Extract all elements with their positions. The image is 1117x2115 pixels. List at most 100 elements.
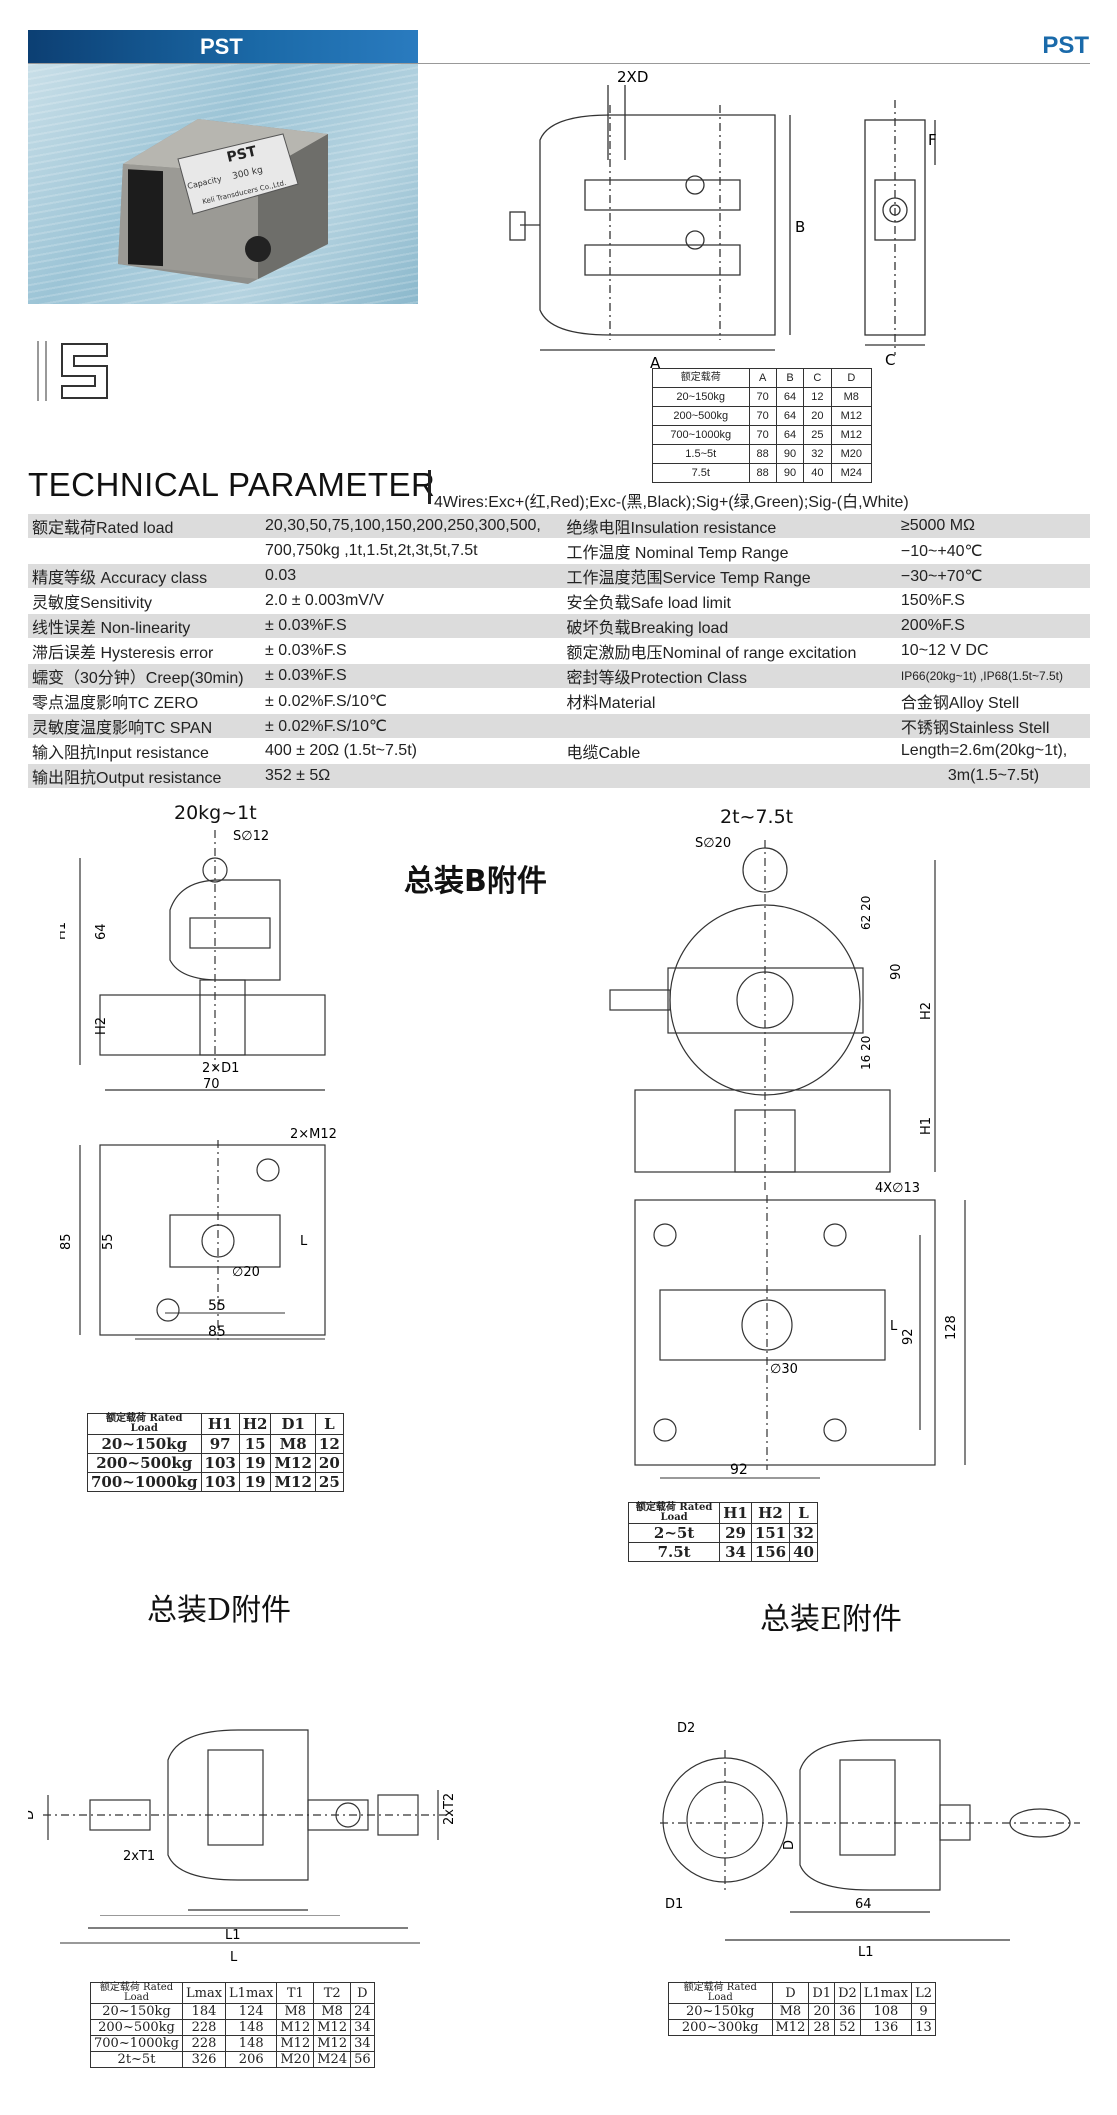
table-cell: 103 xyxy=(200,1472,240,1492)
tech-cell: 额定载荷Rated load xyxy=(28,514,262,539)
tech-cell: 密封等级Protection Class xyxy=(562,663,897,689)
table-header-cell: D2 xyxy=(834,1982,861,2004)
tech-cell: 输入阻抗Input resistance xyxy=(28,738,262,764)
tech-cell: 150%F.S xyxy=(896,588,1090,614)
assembly-d-title: 总装D附件 xyxy=(147,1593,292,1628)
svg-text:2xT1: 2xT1 xyxy=(123,1849,155,1864)
table-header-cell: T2 xyxy=(313,1982,352,2004)
table-cell: 228 xyxy=(181,2019,227,2036)
table-cell: 12 xyxy=(803,387,832,407)
table-cell: 90 xyxy=(775,463,805,483)
svg-text:55: 55 xyxy=(208,1298,226,1314)
table-header-cell: L1max xyxy=(859,1982,913,2004)
photo-model-text: PST xyxy=(225,143,258,165)
svg-text:H2: H2 xyxy=(919,1002,934,1020)
tech-cell: ± 0.02%F.S/10℃ xyxy=(261,688,563,714)
tech-cell: 精度等级 Accuracy class xyxy=(28,563,262,589)
s-shape-icon xyxy=(37,341,108,401)
table-cell: M20 xyxy=(830,444,873,464)
assembly-d-dims: 64 L1 L xyxy=(60,1915,420,1965)
tech-cell xyxy=(562,713,897,739)
tech-cell: 材料Material xyxy=(562,688,897,714)
svg-text:L1: L1 xyxy=(225,1928,241,1943)
tech-cell: 绝缘电阻Insulation resistance xyxy=(562,514,897,539)
tech-cell: 20,30,50,75,100,150,200,250,300,500, xyxy=(261,514,563,539)
tech-cell: ≥5000 MΩ xyxy=(896,514,1090,539)
tech-cell: 3m(1.5~7.5t) xyxy=(896,763,1090,789)
assembly-b-right-label: 2t~7.5t xyxy=(720,806,794,828)
table-header-cell: L2 xyxy=(911,1982,936,2004)
header-rule xyxy=(28,63,1090,64)
tech-cell: 合金钢Alloy Stell xyxy=(896,688,1090,714)
tech-cell: 0.03 xyxy=(261,563,563,589)
tech-cell xyxy=(28,538,262,564)
assembly-b-left-bottom-dims: 55 85 xyxy=(135,1298,325,1340)
svg-text:62 20: 62 20 xyxy=(859,896,873,930)
table-cell: 40 xyxy=(803,463,832,483)
table-cell: 20 xyxy=(314,1453,344,1473)
table-cell: 64 xyxy=(775,406,805,426)
table-header-cell: 额定载荷 Rated Load xyxy=(90,1982,183,2004)
table-cell: 148 xyxy=(225,2019,278,2036)
table-cell: M12 xyxy=(830,425,873,445)
table-cell: 56 xyxy=(350,2051,375,2068)
table-cell: 200~500kg xyxy=(87,1453,202,1473)
table-cell: 700~1000kg xyxy=(652,425,750,445)
header-bar xyxy=(28,30,418,64)
table-cell: M12 xyxy=(270,1453,316,1473)
table-cell: 2~5t xyxy=(627,1523,721,1543)
dim-b: B xyxy=(795,218,805,236)
tech-wires: 4Wires:Exc+(红,Red);Exc-(黑,Black);Sig+(绿,… xyxy=(434,494,909,511)
table-cell: 200~300kg xyxy=(668,2019,773,2036)
table-cell: M24 xyxy=(830,463,873,483)
table-cell: 124 xyxy=(225,2003,278,2020)
table-header-cell: H2 xyxy=(238,1413,272,1435)
table-header-cell: D1 xyxy=(808,1982,836,2004)
tech-cell: ± 0.03%F.S xyxy=(261,638,563,664)
table-cell: 70 xyxy=(748,406,777,426)
svg-text:64: 64 xyxy=(94,923,109,940)
table-cell: M12 xyxy=(313,2035,352,2052)
table-cell: M8 xyxy=(771,2003,810,2020)
product-photo: PST 300 kg Capacity Keli Transducers Co.… xyxy=(28,64,418,304)
table-header-cell: D xyxy=(350,1982,375,2004)
table-cell: M8 xyxy=(270,1434,316,1454)
table-cell: 52 xyxy=(834,2019,861,2036)
svg-text:H1: H1 xyxy=(919,1117,934,1135)
assembly-b-left-label: 20kg~1t xyxy=(174,802,257,824)
table-cell: 20~150kg xyxy=(87,1434,202,1454)
table-header-cell: D1 xyxy=(270,1413,316,1435)
table-cell: 700~1000kg xyxy=(90,2035,183,2052)
tech-cell: 蠕变（30分钟）Creep(30min) xyxy=(28,663,262,689)
table-cell: M12 xyxy=(270,1472,316,1492)
assembly-b-right-drawing: S∅20 H2 90 62 20 16 20 H1 4X∅13 128 92 L… xyxy=(609,836,966,1470)
table-cell: M8 xyxy=(830,387,873,407)
table-cell: 156 xyxy=(750,1542,791,1562)
table-header-cell: B xyxy=(775,368,805,388)
table-cell: 19 xyxy=(238,1472,272,1492)
table-cell: 2t~5t xyxy=(90,2051,183,2068)
table-cell: 24 xyxy=(350,2003,375,2020)
table-cell: 108 xyxy=(859,2003,913,2020)
tech-cell: 10~12 V DC xyxy=(896,638,1090,664)
table-header-cell: D xyxy=(830,368,873,388)
svg-text:2×D1: 2×D1 xyxy=(202,1061,239,1076)
table-cell: M24 xyxy=(313,2051,352,2068)
table-header-cell: L xyxy=(789,1502,818,1524)
tech-cell: Length=2.6m(20kg~1t), xyxy=(896,738,1090,764)
table-header-cell: L xyxy=(314,1413,344,1435)
